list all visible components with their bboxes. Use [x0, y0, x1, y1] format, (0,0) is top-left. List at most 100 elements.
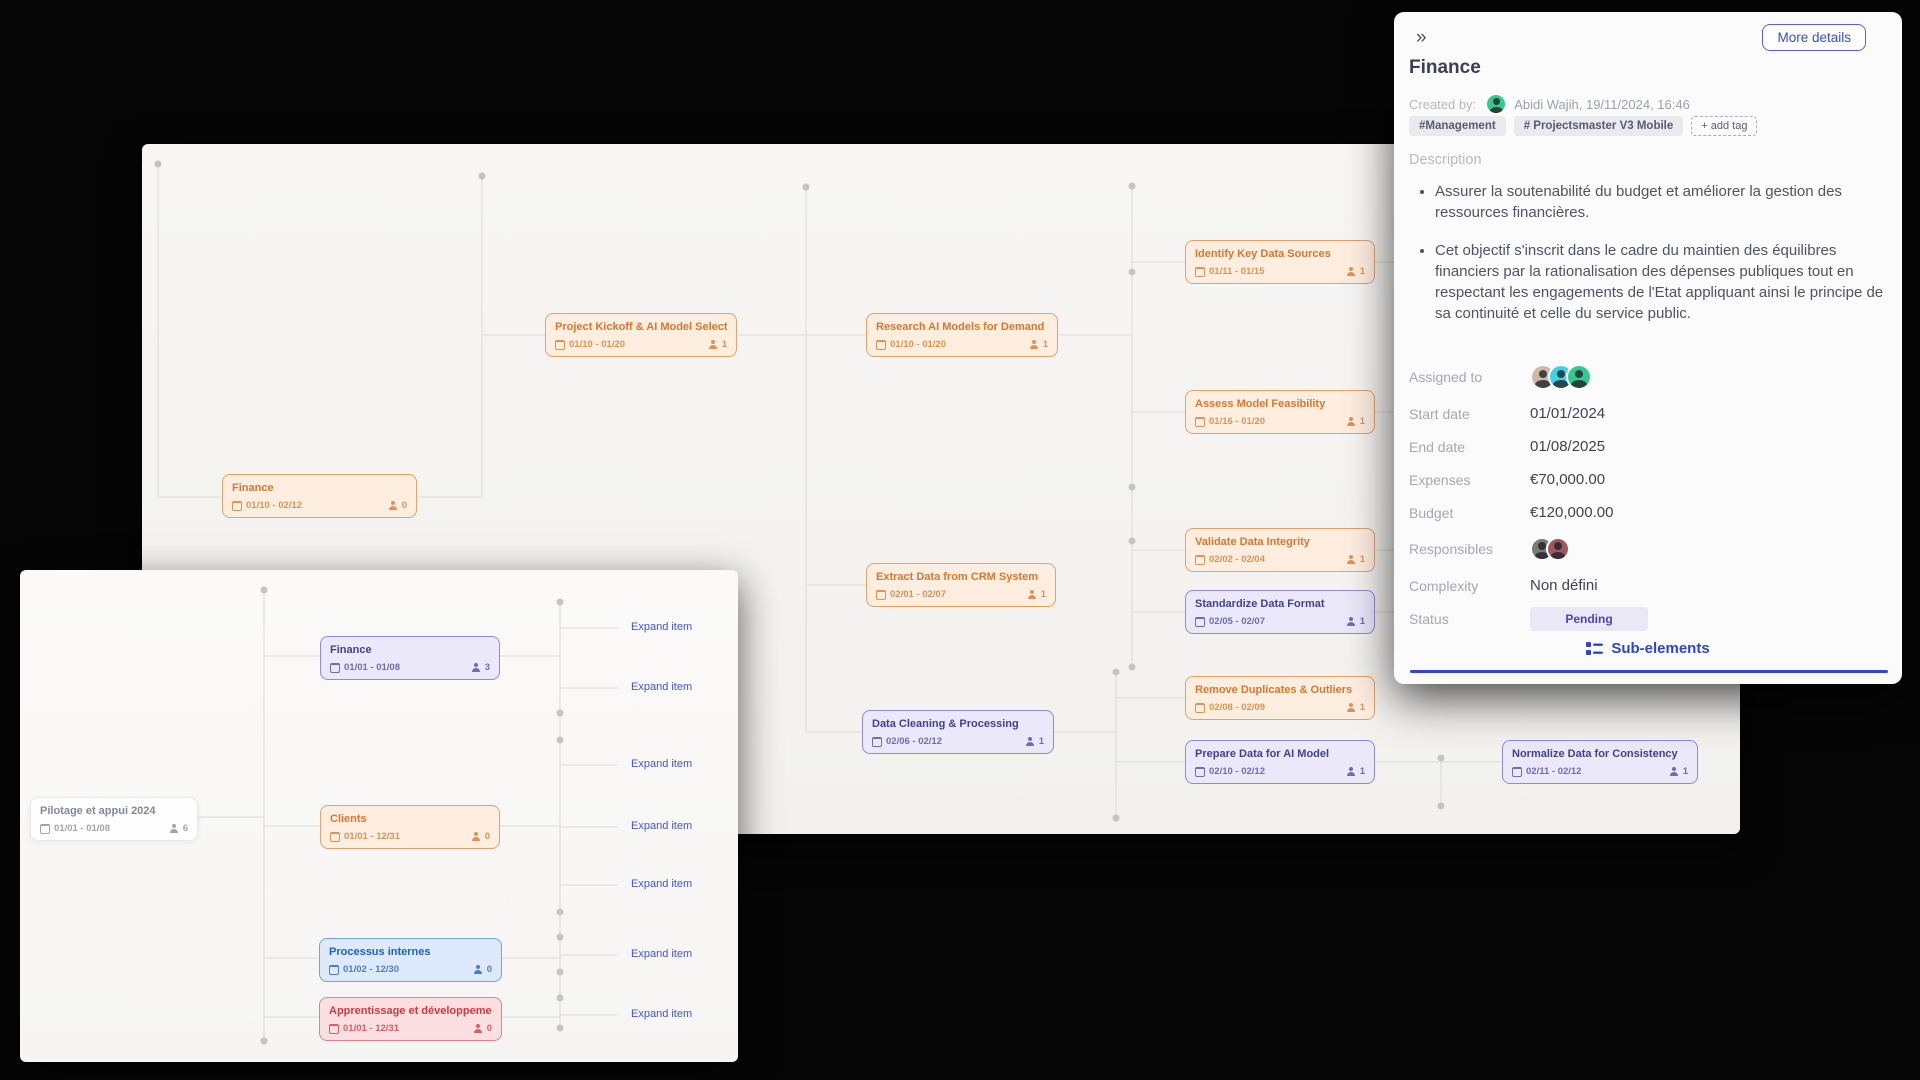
expand-item-button[interactable]: Expand item — [631, 758, 693, 770]
calendar-icon — [330, 831, 340, 842]
assigned-to-label: Assigned to — [1409, 369, 1483, 385]
calendar-icon — [1195, 766, 1205, 777]
complexity-row: Complexity Non défini — [1394, 569, 1902, 602]
node-data-cleaning[interactable]: Data Cleaning & Processing 02/06 - 02/12… — [862, 710, 1054, 754]
calendar-icon — [329, 964, 339, 975]
expand-item-button[interactable]: Expand item — [631, 878, 693, 890]
node-extract-data-crm[interactable]: Extract Data from CRM System 02/01 - 02/… — [866, 563, 1056, 607]
node-project-kickoff[interactable]: Project Kickoff & AI Model Selection 01/… — [545, 313, 737, 357]
start-date-value: 01/01/2024 — [1530, 405, 1606, 422]
calendar-icon — [329, 1023, 339, 1034]
creator-avatar — [1486, 94, 1507, 114]
created-by-value: Abidi Wajih, 19/11/2024, 16:46 — [1514, 96, 1690, 112]
description-label: Description — [1409, 152, 1482, 168]
calendar-icon — [1195, 266, 1205, 277]
tags-row: #Management # Projectsmaster V3 Mobile +… — [1409, 116, 1758, 136]
expand-item-button[interactable]: Expand item — [631, 621, 693, 633]
node-normalize-data[interactable]: Normalize Data for Consistency 02/11 - 0… — [1502, 740, 1698, 784]
expenses-label: Expenses — [1409, 471, 1471, 488]
end-date-label: End date — [1409, 438, 1466, 455]
expenses-row: Expenses €70,000.00 — [1394, 463, 1902, 496]
people-icon — [471, 832, 481, 841]
calendar-icon — [232, 500, 242, 511]
calendar-icon — [1195, 616, 1205, 627]
status-row: Status Pending — [1394, 602, 1902, 635]
people-icon — [1346, 703, 1356, 712]
expand-item-button[interactable]: Expand item — [631, 820, 693, 832]
status-label: Status — [1409, 610, 1449, 627]
end-date-row: End date 01/08/2025 — [1394, 430, 1902, 463]
description-list: Assurer la soutenabilité du budget et am… — [1409, 164, 1913, 324]
calendar-icon — [876, 589, 886, 600]
people-icon — [169, 824, 179, 833]
start-date-row: Start date 01/01/2024 — [1394, 397, 1902, 430]
description-bullet: Cet objectif s'inscrit dans le cadre du … — [1435, 240, 1887, 324]
budget-value: €120,000.00 — [1530, 504, 1614, 521]
node-apprentissage-developpement[interactable]: Apprentissage et développement 01/01 - 1… — [319, 997, 502, 1041]
sub-elements-icon — [1586, 642, 1604, 655]
tag-projectsmaster[interactable]: # Projectsmaster V3 Mobile — [1513, 116, 1684, 136]
detail-panel: » More details Finance Created by: Abidi… — [1394, 12, 1902, 684]
collapse-panel-button[interactable]: » — [1416, 27, 1427, 48]
active-tab-underline — [1410, 670, 1888, 673]
budget-row: Budget €120,000.00 — [1394, 496, 1902, 529]
more-details-button[interactable]: More details — [1762, 24, 1866, 51]
tag-management[interactable]: #Management — [1409, 116, 1506, 136]
budget-label: Budget — [1409, 504, 1454, 521]
people-icon — [708, 340, 718, 349]
status-badge[interactable]: Pending — [1530, 606, 1648, 631]
responsibles-label: Responsibles — [1409, 541, 1494, 557]
people-icon — [1027, 590, 1037, 599]
fields-section: Assigned to Start date 01/01/2024 End da… — [1394, 357, 1902, 635]
people-icon — [473, 1024, 483, 1033]
responsible-avatar — [1546, 537, 1570, 561]
calendar-icon — [1195, 702, 1205, 713]
people-icon — [1025, 737, 1035, 746]
panel-title: Finance — [1409, 57, 1481, 78]
complexity-label: Complexity — [1409, 577, 1479, 594]
expand-item-button[interactable]: Expand item — [631, 1008, 693, 1020]
assignee-avatar — [1566, 364, 1592, 390]
people-icon — [471, 663, 481, 672]
calendar-icon — [1195, 554, 1205, 565]
expand-item-button[interactable]: Expand item — [631, 681, 693, 693]
complexity-value: Non défini — [1530, 577, 1598, 594]
expand-item-button[interactable]: Expand item — [631, 948, 693, 960]
people-icon — [1346, 617, 1356, 626]
add-tag-button[interactable]: + add tag — [1691, 116, 1758, 136]
calendar-icon — [872, 736, 882, 747]
start-date-label: Start date — [1409, 405, 1470, 422]
responsibles-row: Responsibles — [1394, 529, 1902, 569]
assigned-to-row: Assigned to — [1394, 357, 1902, 397]
people-icon — [1029, 340, 1039, 349]
people-icon — [1669, 767, 1679, 776]
people-icon — [1346, 267, 1356, 276]
calendar-icon — [1195, 416, 1205, 427]
node-research-ai-models[interactable]: Research AI Models for Demand For... 01/… — [866, 313, 1058, 357]
people-icon — [1346, 555, 1356, 564]
calendar-icon — [330, 662, 340, 673]
calendar-icon — [1512, 766, 1522, 777]
created-by-row: Created by: Abidi Wajih, 19/11/2024, 16:… — [1409, 94, 1690, 114]
people-icon — [473, 965, 483, 974]
description-bullet: Assurer la soutenabilité du budget et am… — [1435, 181, 1887, 223]
people-icon — [388, 501, 398, 510]
sub-elements-button[interactable]: Sub-elements — [1394, 640, 1902, 657]
calendar-icon — [876, 339, 886, 350]
people-icon — [1346, 417, 1356, 426]
people-icon — [1346, 767, 1356, 776]
calendar-icon — [555, 339, 565, 350]
node-remove-duplicates[interactable]: Remove Duplicates & Outliers 02/08 - 02/… — [1185, 676, 1375, 720]
